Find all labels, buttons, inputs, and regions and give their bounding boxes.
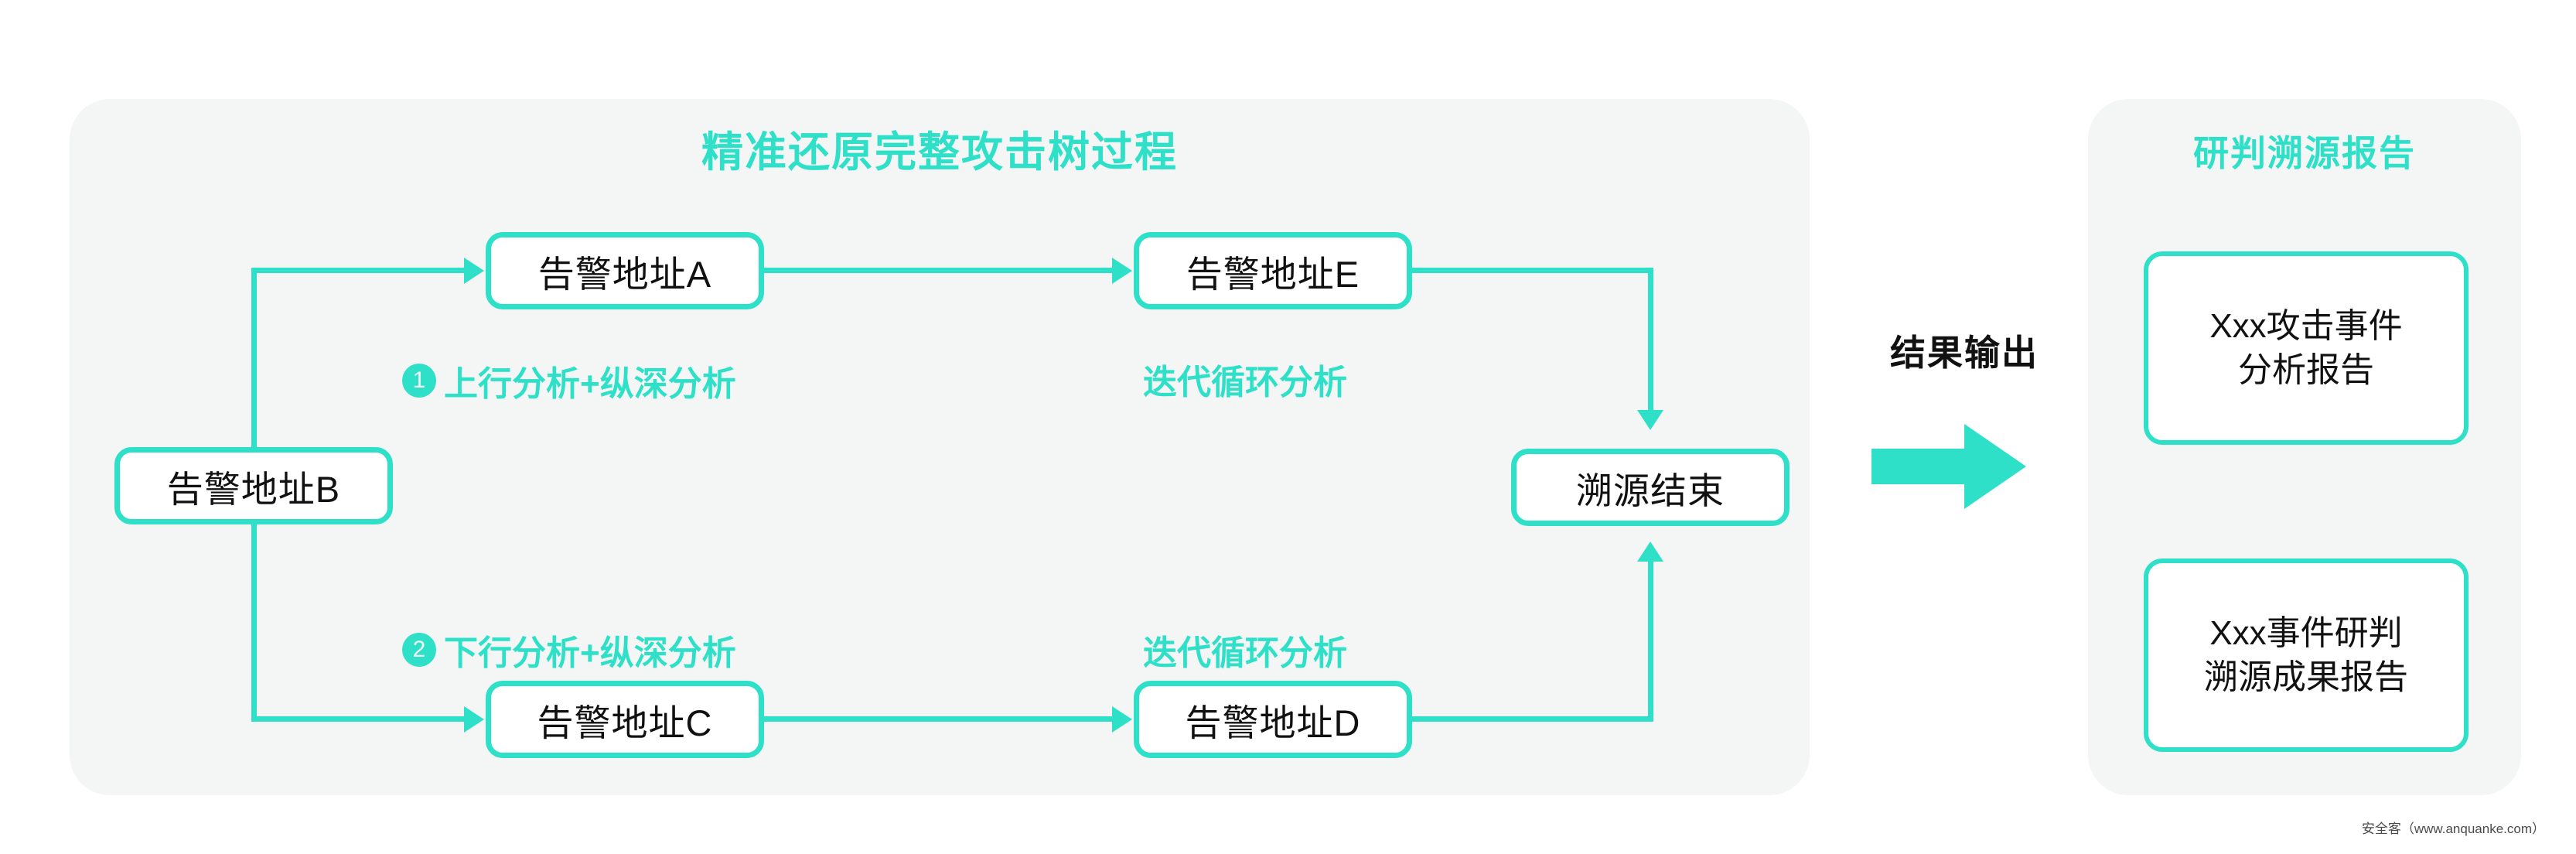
connector-b-to-a-vertical: [251, 269, 257, 449]
connector-d-to-end-horizontal: [1412, 716, 1653, 722]
loop-label-top: 迭代循环分析: [1143, 364, 1347, 401]
connector-c-to-d: [764, 716, 1114, 722]
connector-d-to-end-vertical: [1648, 562, 1653, 716]
connector-b-to-c-horizontal: [251, 716, 466, 722]
step-badge-1-icon: 1: [402, 364, 436, 398]
connector-a-to-e: [764, 268, 1114, 273]
arrow-into-node-d-icon: [1112, 706, 1132, 733]
step-label-upstream-text: 上行分析+纵深分析: [444, 365, 736, 403]
arrow-into-node-a-icon: [464, 258, 484, 284]
node-alert-address-e[interactable]: 告警地址E: [1134, 232, 1412, 309]
node-alert-address-a[interactable]: 告警地址A: [486, 232, 764, 309]
node-alert-address-d[interactable]: 告警地址D: [1134, 681, 1412, 758]
report-card-traceback-result[interactable]: Xxx事件研判 溯源成果报告: [2144, 559, 2469, 752]
step-label-downstream-text: 下行分析+纵深分析: [444, 634, 736, 672]
report-1-line-1: Xxx攻击事件: [2209, 306, 2403, 345]
left-panel-title: 精准还原完整攻击树过程: [701, 129, 1178, 176]
connector-e-to-end-horizontal: [1412, 268, 1653, 273]
right-panel-title: 研判溯源报告: [2193, 133, 2416, 173]
arrow-into-node-e-icon: [1112, 258, 1132, 284]
step-label-downstream: 2 下行分析+纵深分析: [402, 625, 736, 675]
connector-e-to-end-vertical: [1648, 268, 1653, 413]
node-traceback-end[interactable]: 溯源结束: [1511, 449, 1790, 526]
node-alert-address-c[interactable]: 告警地址C: [486, 681, 764, 758]
report-2-line-1: Xxx事件研判: [2209, 613, 2403, 652]
step-badge-2-icon: 2: [402, 633, 436, 667]
loop-label-bottom: 迭代循环分析: [1143, 634, 1347, 672]
watermark: 安全客（www.anquanke.com）: [2361, 822, 2545, 836]
report-card-attack-analysis[interactable]: Xxx攻击事件 分析报告: [2144, 251, 2469, 445]
report-1-line-2: 分析报告: [2238, 351, 2374, 389]
step-label-upstream: 1 上行分析+纵深分析: [402, 356, 736, 405]
arrow-into-node-c-icon: [464, 706, 484, 733]
output-label: 结果输出: [1890, 333, 2039, 373]
connector-b-to-c-vertical: [251, 524, 257, 719]
report-2-line-2: 溯源成果报告: [2204, 658, 2408, 696]
connector-b-to-a-horizontal: [251, 268, 466, 273]
node-alert-address-b[interactable]: 告警地址B: [114, 447, 393, 524]
arrow-into-end-bottom-icon: [1637, 541, 1663, 562]
thick-right-arrow-icon: [1871, 424, 2026, 509]
arrow-into-end-top-icon: [1637, 410, 1663, 430]
